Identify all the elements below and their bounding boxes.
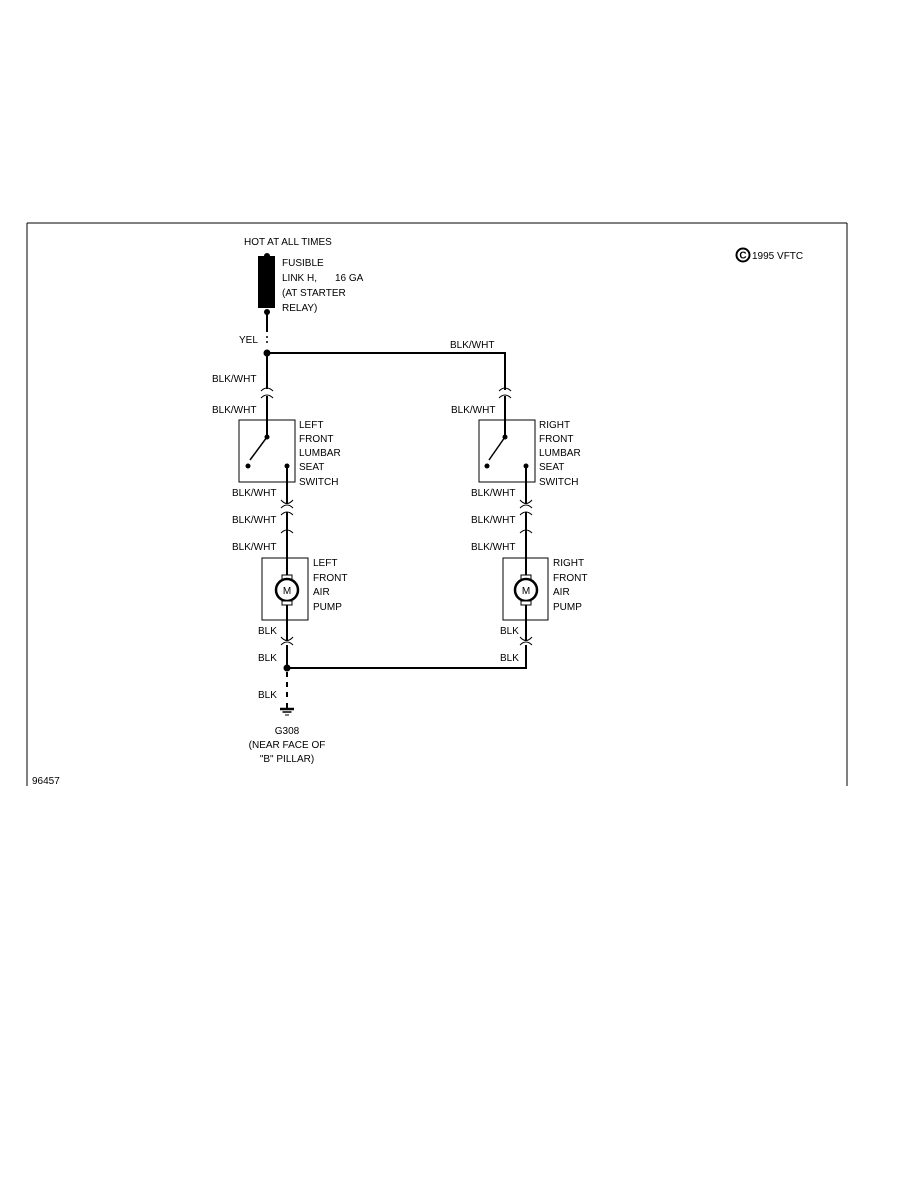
diagram-frame xyxy=(26,222,848,786)
svg-text:(AT STARTER: (AT STARTER xyxy=(282,288,346,299)
right-connector-3 xyxy=(519,636,533,646)
right-motor-symbol: M xyxy=(522,586,530,597)
left-switch-in-label: BLK/WHT xyxy=(212,405,256,416)
svg-text:G308: G308 xyxy=(275,726,300,737)
right-ground-label-1: BLK xyxy=(500,626,519,637)
svg-text:FRONT: FRONT xyxy=(553,573,587,584)
svg-text:LUMBAR: LUMBAR xyxy=(539,448,581,459)
right-pump-in-label-1: BLK/WHT xyxy=(471,515,515,526)
left-pump-label: LEFT FRONT AIR PUMP xyxy=(313,558,347,613)
left-ground-label-3: BLK xyxy=(258,690,277,701)
svg-text:FUSIBLE: FUSIBLE xyxy=(282,258,324,269)
left-pump-in-label-2: BLK/WHT xyxy=(232,542,276,553)
svg-text:RELAY): RELAY) xyxy=(282,303,317,314)
copyright-symbol: C xyxy=(739,251,746,262)
svg-text:AIR: AIR xyxy=(553,587,570,598)
svg-text:PUMP: PUMP xyxy=(313,602,342,613)
svg-text:SEAT: SEAT xyxy=(539,462,564,473)
right-pump-label: RIGHT FRONT AIR PUMP xyxy=(553,558,587,613)
svg-text:RIGHT: RIGHT xyxy=(553,558,584,569)
figure-id: 96457 xyxy=(32,776,60,787)
right-connector-1 xyxy=(498,387,512,399)
left-ground-label-2: BLK xyxy=(258,653,277,664)
svg-text:FRONT: FRONT xyxy=(539,434,573,445)
svg-text:RIGHT: RIGHT xyxy=(539,420,570,431)
left-motor-symbol: M xyxy=(283,586,291,597)
ground-bus-wire xyxy=(287,645,527,669)
ground-icon xyxy=(280,703,294,716)
bus-wire-label: BLK/WHT xyxy=(450,340,494,351)
left-wire-label: BLK/WHT xyxy=(212,374,256,385)
svg-text:LEFT: LEFT xyxy=(313,558,337,569)
svg-text:SWITCH: SWITCH xyxy=(539,477,578,488)
fusible-link xyxy=(258,256,275,308)
svg-text:(NEAR FACE OF: (NEAR FACE OF xyxy=(249,740,326,751)
right-ground-label-2: BLK xyxy=(500,653,519,664)
hot-at-all-times-label: HOT AT ALL TIMES xyxy=(244,237,332,248)
yel-wire-label: YEL xyxy=(239,335,258,346)
left-ground-label-1: BLK xyxy=(258,626,277,637)
right-pump-in-label-2: BLK/WHT xyxy=(471,542,515,553)
svg-text:FRONT: FRONT xyxy=(299,434,333,445)
svg-text:FRONT: FRONT xyxy=(313,573,347,584)
svg-text:LINK H,: LINK H, xyxy=(282,273,317,284)
right-switch-in-label: BLK/WHT xyxy=(451,405,495,416)
copyright-text: 1995 VFTC xyxy=(752,251,803,262)
fusible-link-label: FUSIBLE LINK H, 16 GA (AT STARTER RELAY) xyxy=(282,258,364,314)
bus-wire xyxy=(267,352,506,390)
svg-text:AIR: AIR xyxy=(313,587,330,598)
right-switch-label: RIGHT FRONT LUMBAR SEAT SWITCH xyxy=(539,420,581,488)
left-switch-label: LEFT FRONT LUMBAR SEAT SWITCH xyxy=(299,420,341,488)
svg-text:"B" PILLAR): "B" PILLAR) xyxy=(260,754,314,765)
copyright-mark: C 1995 VFTC xyxy=(735,247,803,263)
ground-location-label: G308 (NEAR FACE OF "B" PILLAR) xyxy=(249,726,326,765)
svg-text:SEAT: SEAT xyxy=(299,462,324,473)
left-switch-out-label: BLK/WHT xyxy=(232,488,276,499)
svg-text:LEFT: LEFT xyxy=(299,420,323,431)
left-pump-in-label-1: BLK/WHT xyxy=(232,515,276,526)
left-connector-3 xyxy=(280,636,294,646)
right-switch-out-label: BLK/WHT xyxy=(471,488,515,499)
left-connector-1 xyxy=(260,387,274,399)
svg-text:LUMBAR: LUMBAR xyxy=(299,448,341,459)
svg-text:SWITCH: SWITCH xyxy=(299,477,338,488)
wire-gauge-label: 16 GA xyxy=(335,273,364,284)
svg-text:PUMP: PUMP xyxy=(553,602,582,613)
copyright-icon xyxy=(735,247,751,263)
